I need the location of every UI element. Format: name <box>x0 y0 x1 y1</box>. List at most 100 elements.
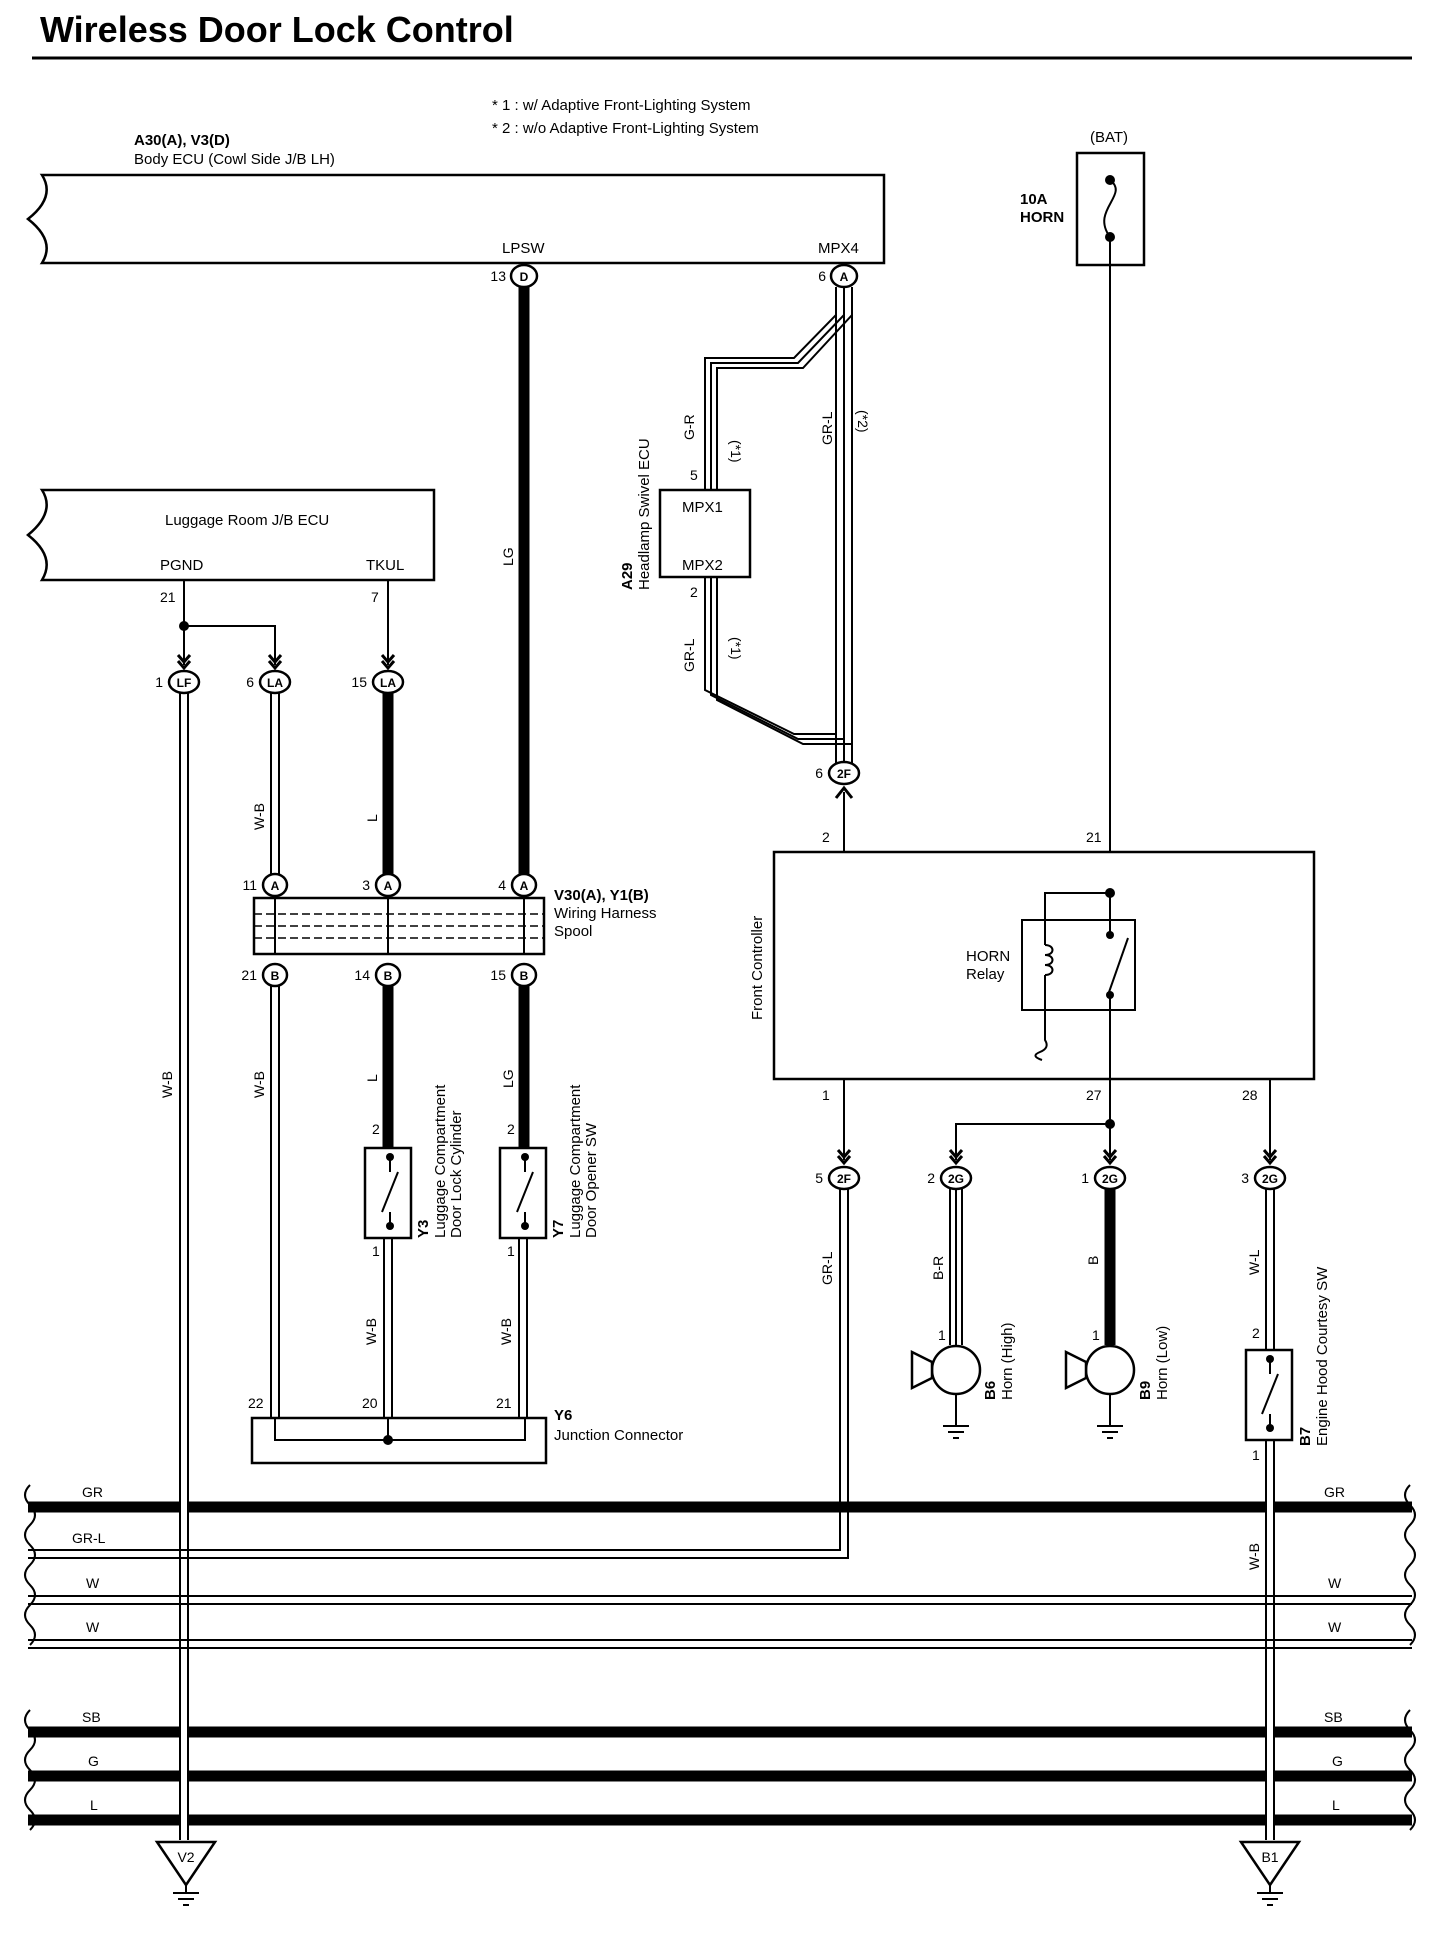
b7-code: B7 <box>1297 1427 1314 1446</box>
ground-b1-label: B1 <box>1261 1849 1278 1865</box>
bus-l-right: L <box>1332 1797 1340 1813</box>
wire-label-w-l: W-L <box>1246 1249 1262 1275</box>
bus-l-left: L <box>90 1797 98 1813</box>
spool-line1: Wiring Harness <box>554 905 657 922</box>
y3-line2: Door Lock Cylinder <box>448 1110 465 1238</box>
bus-gr-l-left: GR-L <box>72 1530 106 1546</box>
fuse-rating: 10A <box>1020 191 1048 208</box>
spool-a-label-3: A <box>520 879 529 893</box>
connector-lf-1: LF 1 <box>155 669 201 695</box>
wire-label-gr-l-2f: GR-L <box>819 1251 835 1285</box>
pin-num-2f-5: 5 <box>815 1170 823 1186</box>
bus-w1-right: W <box>1328 1575 1342 1591</box>
connector-2g-label-3: 2G <box>1262 1172 1278 1186</box>
b9-horn-low <box>1064 1344 1136 1439</box>
pin-num-la-15: 15 <box>351 674 367 690</box>
pin-num-13: 13 <box>490 268 506 284</box>
note-1: * 1 : w/ Adaptive Front-Lighting System <box>492 97 750 114</box>
bus-wires <box>24 1484 1416 1831</box>
spool-connector-b-21: B 21 <box>241 962 289 988</box>
wire-label-w-b-y7: W-B <box>498 1318 514 1345</box>
fuse-name: HORN <box>1020 209 1064 226</box>
b7-name: Engine Hood Courtesy SW <box>1314 1266 1331 1446</box>
b6-pin: 1 <box>938 1327 946 1343</box>
wire-label-l-bottom: L <box>364 1074 380 1082</box>
spool-pin-11: 11 <box>242 877 257 893</box>
connector-la-6: LA 6 <box>246 669 292 695</box>
pin-label-mpx4: MPX4 <box>818 240 859 257</box>
wiring-harness-spool <box>252 896 546 956</box>
pin-num-6: 6 <box>818 268 826 284</box>
body-ecu-name: Body ECU (Cowl Side J/B LH) <box>134 151 335 168</box>
wire-label-w-b-y3: W-B <box>363 1318 379 1345</box>
spool-connector-b-15: B 15 <box>490 962 538 988</box>
wire-w-b-spool-y6 <box>270 986 280 1418</box>
wire-label-lg-bottom: LG <box>500 1069 516 1088</box>
body-ecu-codes: A30(A), V3(D) <box>134 132 230 149</box>
y6-pin-22: 22 <box>248 1395 264 1411</box>
bat-label: (BAT) <box>1090 129 1128 146</box>
bus-g-left: G <box>88 1753 99 1769</box>
y3-pin-top: 2 <box>372 1121 380 1137</box>
pin-label-mpx2: MPX2 <box>682 557 723 574</box>
wire-label-l-top: L <box>364 814 380 822</box>
wire-label-star1-bottom: (*1) <box>728 637 744 660</box>
connector-lf-label: LF <box>177 676 192 690</box>
fc-pin-27: 27 <box>1086 1087 1102 1103</box>
wire-w-b-b1-cross <box>1265 1495 1275 1840</box>
b7-pin-bottom: 1 <box>1252 1447 1260 1463</box>
spool-connector-a-4: A 4 <box>498 872 538 898</box>
spool-connector-b-14: B 14 <box>354 962 402 988</box>
luggage-ecu-name: Luggage Room J/B ECU <box>165 512 329 529</box>
bus-w1-left: W <box>86 1575 100 1591</box>
y7-line2: Door Opener SW <box>583 1122 600 1238</box>
headlamp-name: Headlamp Swivel ECU <box>636 438 653 590</box>
bus-w2-left: W <box>86 1619 100 1635</box>
spool-a-label-2: A <box>384 879 393 893</box>
wire-w-b-y3-y6 <box>383 1238 393 1418</box>
connector-a-label: A <box>840 270 849 284</box>
wire-label-w-b-spool: W-B <box>251 1071 267 1098</box>
wire-w-b-v2-cross <box>179 1495 189 1840</box>
connector-2f-label-1: 2F <box>837 767 851 781</box>
wire-label-gr-l-left: GR-L <box>681 638 697 672</box>
y3-code: Y3 <box>415 1220 432 1238</box>
spool-b-label-1: B <box>271 969 280 983</box>
page-title: Wireless Door Lock Control <box>40 9 514 50</box>
bus-sb-right: SB <box>1324 1709 1343 1725</box>
headlamp-pin-2: 2 <box>690 584 698 600</box>
connector-2f-6: 2F 6 <box>815 760 861 786</box>
y3-line1: Luggage Compartment <box>432 1084 449 1238</box>
ground-v2-label: V2 <box>177 1849 194 1865</box>
spool-connector-a-11: A 11 <box>242 872 289 898</box>
pin-num-la-6: 6 <box>246 674 254 690</box>
pin-num-2f-6: 6 <box>815 765 823 781</box>
wire-gr-l-2f <box>28 1189 849 1559</box>
relay-label-2: Relay <box>966 966 1005 983</box>
spool-connector-a-3: A 3 <box>362 872 402 898</box>
bus-sb-left: SB <box>82 1709 101 1725</box>
pin-num-2g-1: 1 <box>1081 1170 1089 1186</box>
fc-pin-1: 1 <box>822 1087 830 1103</box>
connector-2f-label-2: 2F <box>837 1172 851 1186</box>
spool-pin-14: 14 <box>354 967 370 983</box>
body-ecu: A30(A), V3(D) Body ECU (Cowl Side J/B LH… <box>25 132 886 265</box>
wire-label-b: B <box>1085 1256 1101 1265</box>
headlamp-swivel-ecu: MPX1 MPX2 5 2 A29 Headlamp Swivel ECU <box>619 438 752 600</box>
spool-pin-15: 15 <box>490 967 506 983</box>
pin-num-7-tkul: 7 <box>371 589 379 605</box>
spool-pin-4: 4 <box>498 877 506 893</box>
b9-name: Horn (Low) <box>1154 1326 1171 1400</box>
y7-door-opener-sw <box>498 1146 548 1240</box>
connector-d-label: D <box>520 270 529 284</box>
fc-pin-2: 2 <box>822 829 830 845</box>
wire-pgnd-split <box>183 580 389 665</box>
connector-a-6: A 6 <box>818 263 859 289</box>
b6-horn-high <box>910 1344 982 1439</box>
spool-codes: V30(A), Y1(B) <box>554 887 649 904</box>
spool-b-label-2: B <box>384 969 393 983</box>
wire-w-l <box>1265 1189 1275 1350</box>
fc-pin-21: 21 <box>1086 829 1102 845</box>
b9-pin: 1 <box>1092 1327 1100 1343</box>
y7-pin-bottom: 1 <box>507 1243 515 1259</box>
